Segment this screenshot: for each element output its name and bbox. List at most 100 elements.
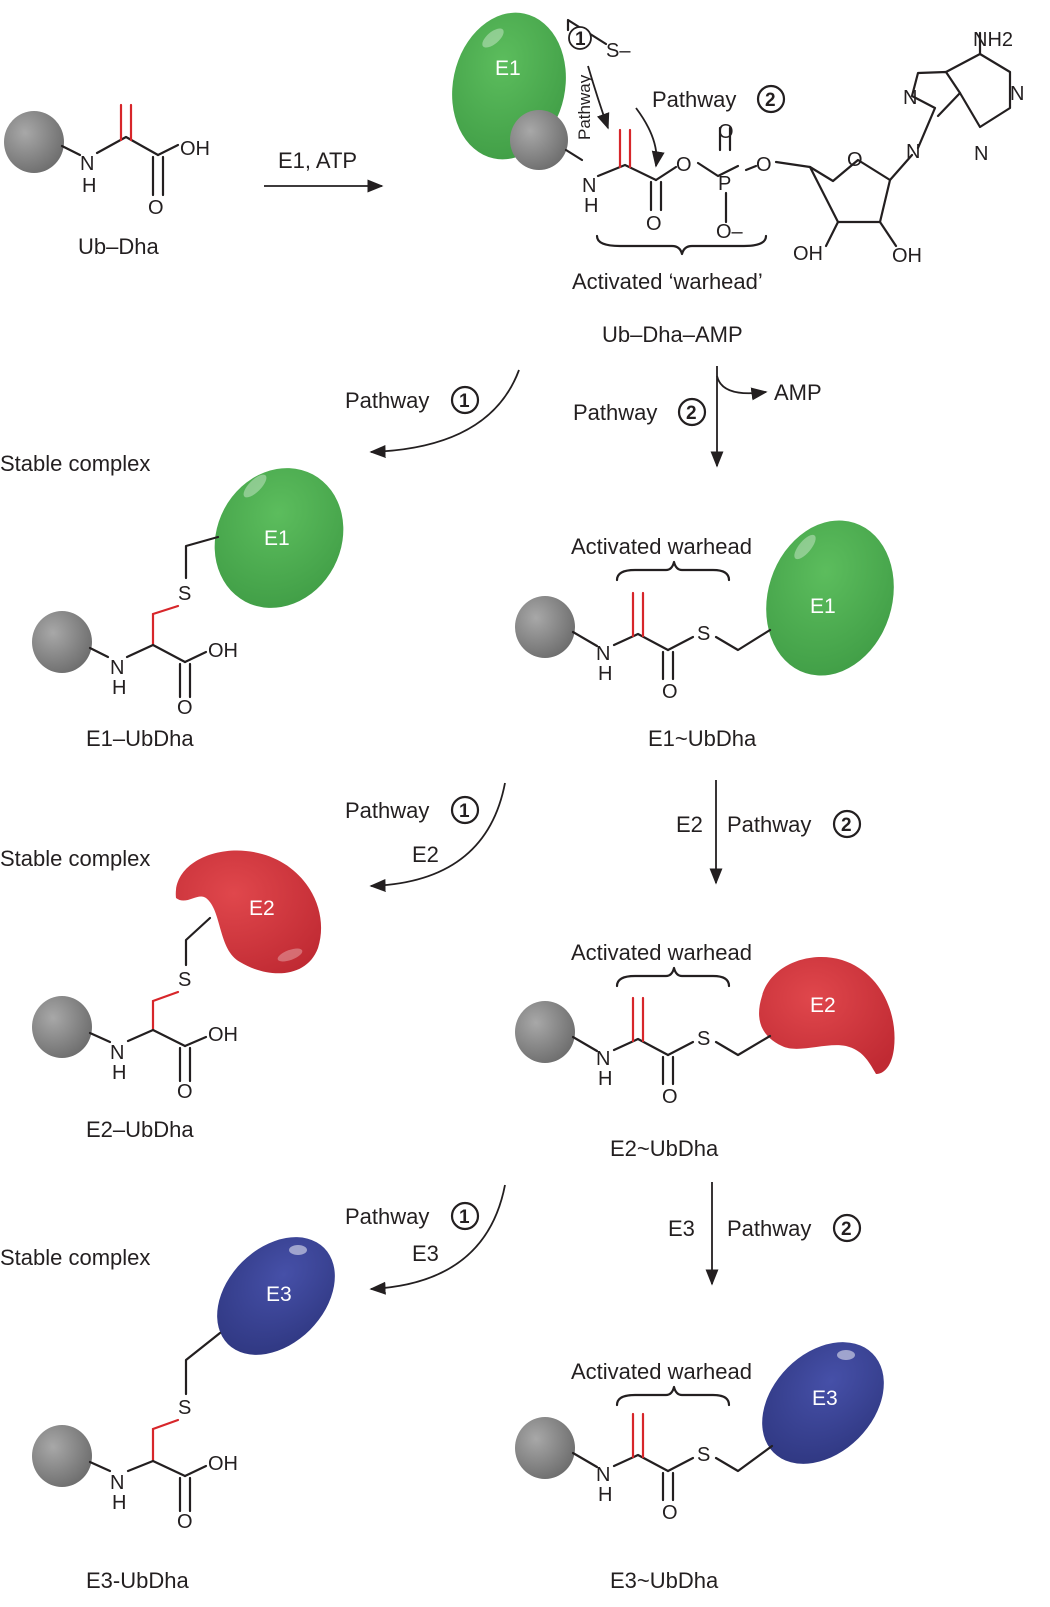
e1-label: E1 <box>810 595 836 618</box>
atom-o-minus: O– <box>716 221 744 243</box>
e1-label: E1 <box>264 527 290 550</box>
e1-enzyme-blob <box>214 468 344 608</box>
reagent-e2-left: E2 <box>412 842 439 867</box>
atom-s: S <box>697 1444 710 1466</box>
activated-warhead-label-2: Activated warhead <box>571 940 752 965</box>
pathway-1-attack-arrow <box>587 65 610 130</box>
atom-n: N <box>1010 83 1024 105</box>
ubiquitin-ball <box>515 1001 575 1063</box>
ubiquitin-ball <box>4 111 64 173</box>
pathway-1-label-row1: Pathway <box>345 388 429 413</box>
pathway-1-mark-row1: 1 <box>459 391 470 412</box>
atom-s-minus: S– <box>606 40 631 62</box>
ubiquitin-ball <box>32 1425 92 1487</box>
atom-n: N <box>596 643 610 665</box>
reagent-e3-right: E3 <box>668 1216 695 1241</box>
activated-warhead-label-1: Activated warhead <box>571 534 752 559</box>
pathway-vertical-label: Pathway <box>575 74 594 140</box>
ub-dha-amp-label: Ub–Dha–AMP <box>602 322 743 347</box>
atom-n: N <box>110 1042 124 1064</box>
atom-n: N <box>110 1472 124 1494</box>
pathway-1-mark: 1 <box>575 29 586 50</box>
atom-oh: OH <box>892 245 922 267</box>
atom-oh: OH <box>208 640 238 662</box>
atom-n: N <box>903 87 917 109</box>
e2-enzyme-blob <box>175 850 322 974</box>
atom-oh: OH <box>208 1453 238 1475</box>
atom-n: N <box>80 153 94 175</box>
atom-o: O <box>177 697 193 719</box>
atom-oh: OH <box>180 138 210 160</box>
ub-dha-label: Ub–Dha <box>78 234 159 259</box>
atom-n: N <box>906 141 920 163</box>
atom-o: O <box>756 154 772 176</box>
atom-s: S <box>697 623 710 645</box>
amp-release-label: AMP <box>774 380 822 405</box>
pathway-2-label-row3: Pathway <box>727 1216 811 1241</box>
atom-o: O <box>676 154 692 176</box>
stable-complex-label-3: Stable complex <box>0 1245 150 1270</box>
e3-ubdha-stable-complex: E3 S N H OH O <box>32 1237 335 1533</box>
pathway-2-mark-row1: 2 <box>686 403 697 424</box>
reagent-e2-right: E2 <box>676 812 703 837</box>
pathway-1-arrow-row3 <box>369 1184 506 1295</box>
reagent-e1-atp: E1, ATP <box>278 148 357 173</box>
e2-ubdha-stable-complex: E2 S N H OH O <box>32 850 322 1103</box>
atom-s: S <box>178 969 191 991</box>
atom-s: S <box>178 583 191 605</box>
pathway-2-label-row1: Pathway <box>573 400 657 425</box>
e2-ubdha-thioester: E2 N H S O <box>515 957 895 1108</box>
e2-label: E2 <box>810 994 836 1017</box>
pathway-2-mark-top: 2 <box>765 90 776 111</box>
e2-thioester-label: E2~UbDha <box>610 1136 719 1161</box>
stable-complex-label-1: Stable complex <box>0 451 150 476</box>
atom-o: O <box>662 1086 678 1108</box>
atom-nh2: NH2 <box>973 29 1013 51</box>
atom-h: H <box>598 1068 612 1090</box>
atom-o: O <box>177 1081 193 1103</box>
ubiquitin-ball <box>515 596 575 658</box>
pathway-1-label-row3: Pathway <box>345 1204 429 1229</box>
stable-complex-label-2: Stable complex <box>0 846 150 871</box>
pathway-2-label-top: Pathway <box>652 87 736 112</box>
ub-dha-molecule: N H OH O <box>4 103 210 219</box>
pathway-1-arrow-row2 <box>369 782 506 892</box>
atom-h: H <box>598 663 612 685</box>
ub-dha-amp-complex: E1 S– 1 Pathway Pathway 2 N H O O P O O–… <box>452 12 1024 267</box>
e3-label: E3 <box>266 1283 292 1306</box>
atom-o: O <box>847 149 863 171</box>
atom-oh: OH <box>793 243 823 265</box>
e3-enzyme-blob <box>762 1342 884 1464</box>
pathway-2-label-row2: Pathway <box>727 812 811 837</box>
atom-oh: OH <box>208 1024 238 1046</box>
e1-enzyme-blob <box>766 520 894 676</box>
e3-ubdha-thioester: E3 N H S O <box>515 1342 884 1524</box>
atom-h: H <box>112 1492 126 1514</box>
ubiquitin-ball <box>515 1417 575 1479</box>
atom-o: O <box>646 213 662 235</box>
atom-n: N <box>596 1048 610 1070</box>
e2-label: E2 <box>249 897 275 920</box>
e1-ubdha-label: E1–UbDha <box>86 726 194 751</box>
amp-release-arrow <box>716 375 768 401</box>
atom-n: N <box>582 175 596 197</box>
ubiquitin-ball <box>510 110 568 170</box>
atom-n: N <box>596 1464 610 1486</box>
e3-ubdha-label: E3-UbDha <box>86 1568 189 1593</box>
reagent-e3-left: E3 <box>412 1241 439 1266</box>
atom-s: S <box>178 1397 191 1419</box>
e1-thioester-label: E1~UbDha <box>648 726 757 751</box>
warhead-brace-3 <box>615 1385 731 1407</box>
pathway-2-attack-arrow <box>635 107 665 168</box>
atom-n: N <box>974 143 988 165</box>
atom-n: N <box>110 657 124 679</box>
ubiquitin-ball <box>32 611 92 673</box>
atom-h: H <box>112 677 126 699</box>
warhead-brace-1 <box>615 560 731 582</box>
e3-enzyme-blob <box>217 1237 335 1355</box>
e1-ubdha-thioester: E1 N H S O <box>515 520 894 703</box>
e1-label: E1 <box>495 57 521 80</box>
pathway-1-mark-row2: 1 <box>459 801 470 822</box>
pathway-2-mark-row2: 2 <box>841 815 852 836</box>
atom-o: O <box>148 197 164 219</box>
